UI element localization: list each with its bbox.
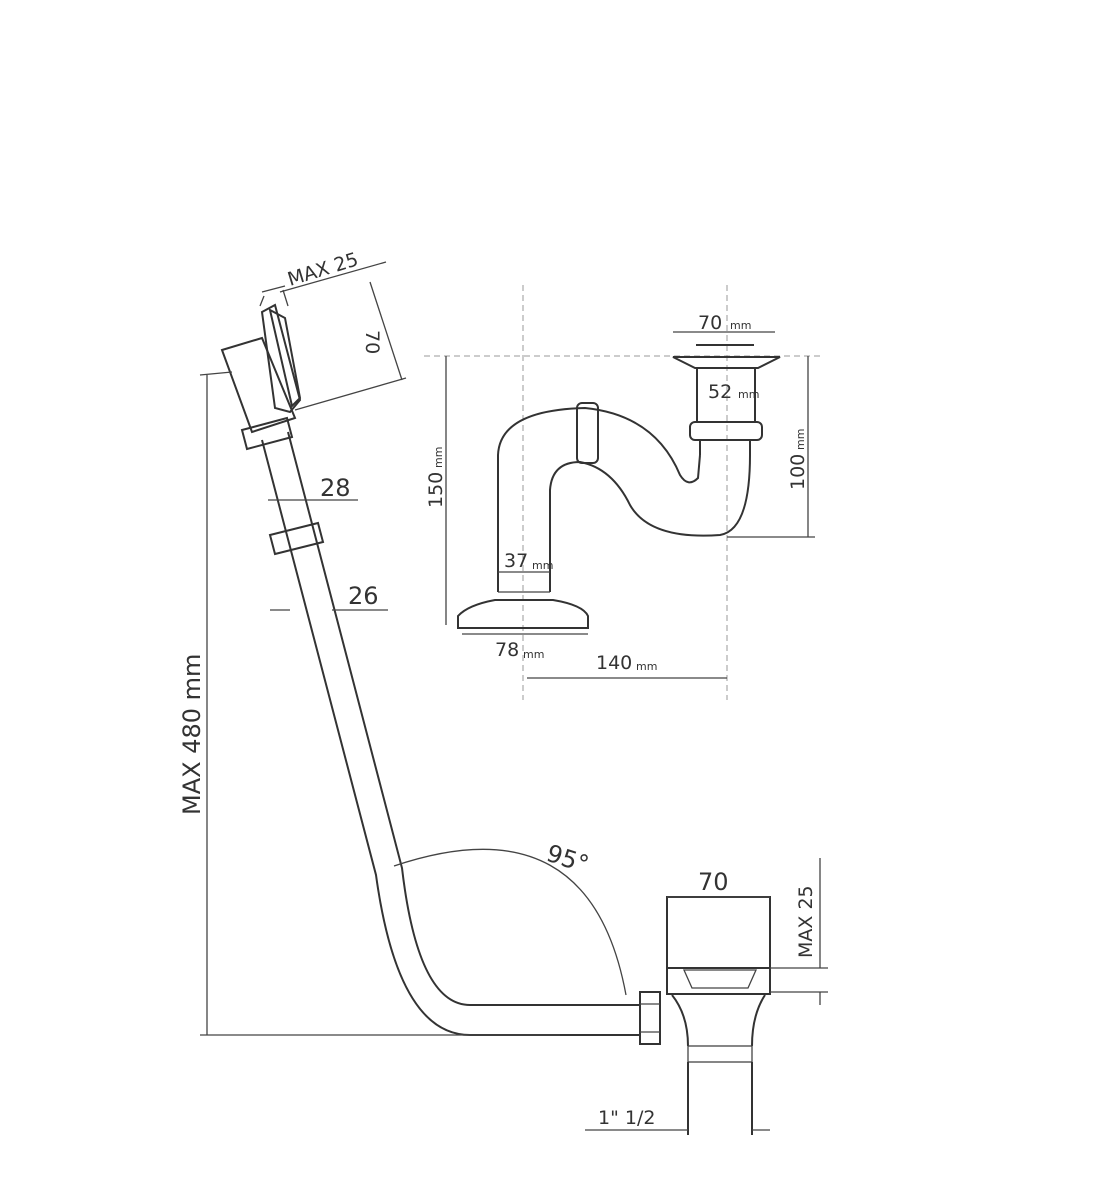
trap-body: [457, 344, 781, 629]
trap-depth-label: 100: [787, 454, 809, 490]
lower-pipe-diameter-label: 26: [348, 582, 379, 610]
overflow-couplings: [240, 416, 325, 556]
trap-labels: 70 mm 52 mm 37 mm 78 mm 140 mm 150 mm 10…: [425, 312, 809, 674]
overflow-head-depth-label: MAX 25: [285, 249, 361, 291]
thread-size-label: 1" 1/2: [598, 1107, 655, 1129]
upper-pipe-diameter-label: 28: [320, 474, 351, 502]
unit-label: mm: [730, 319, 751, 332]
waste-dimensions: [585, 858, 828, 1131]
unit-label: mm: [523, 648, 544, 661]
angle-label: 95°: [543, 839, 592, 879]
waste-body: [639, 896, 771, 1135]
trap-plug-diameter-label: 70: [698, 312, 722, 334]
trap-body-diameter-label: 52: [708, 381, 732, 403]
total-height-dimension: [199, 371, 560, 1036]
trap-pipe-diameter-label: 37: [504, 550, 528, 572]
overflow-pipe: [261, 431, 640, 1036]
trap-dimensions: [445, 331, 815, 679]
angle-arc: [393, 848, 627, 996]
overflow-head-dimensions: [259, 261, 407, 411]
unit-label: mm: [794, 429, 807, 450]
unit-label: mm: [432, 447, 445, 468]
total-height-label: MAX 480 mm: [178, 654, 206, 815]
trap-height-label: 150: [425, 472, 447, 508]
waste-plug-diameter-label: 70: [698, 868, 729, 896]
unit-label: mm: [738, 388, 759, 401]
unit-label: mm: [532, 559, 553, 572]
pipe-diameter-dimensions: [268, 499, 388, 611]
unit-label: mm: [636, 660, 657, 673]
trap-offset-label: 140: [596, 652, 632, 674]
overflow-head-diameter-label: 70: [361, 330, 383, 354]
trap-flange-diameter-label: 78: [495, 639, 519, 661]
overflow-head: [220, 303, 302, 434]
waste-plug-height-label: MAX 25: [795, 885, 817, 958]
